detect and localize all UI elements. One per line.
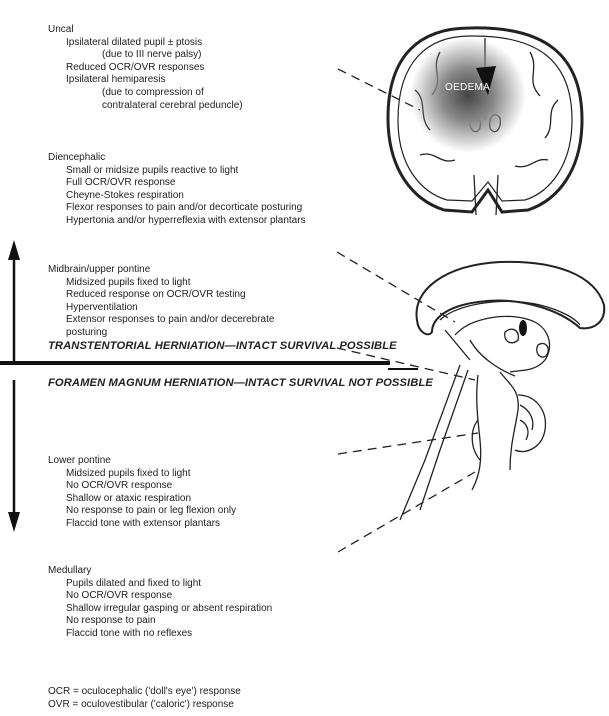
footnote-ocr: OCR = oculocephalic ('doll's eye') respo… [48, 686, 241, 699]
section-line: Hypertonia and/or hyperreflexia with ext… [48, 215, 306, 228]
section-line: No OCR/OVR response [48, 590, 272, 603]
footnote-ovr: OVR = oculovestibular ('caloric') respon… [48, 699, 234, 712]
section-line: Hyperventilation [48, 302, 274, 315]
section-line: (due to compression of [48, 87, 243, 100]
section-line: contralateral cerebral peduncle) [48, 100, 243, 113]
section-line: posturing [48, 327, 274, 340]
section-line: Reduced OCR/OVR responses [48, 62, 243, 75]
section-line: Shallow irregular gasping or absent resp… [48, 603, 272, 616]
section-line: Full OCR/OVR response [48, 177, 306, 190]
section-line: Flaccid tone with no reflexes [48, 628, 272, 641]
section-line: Flexor responses to pain and/or decortic… [48, 202, 306, 215]
section-line: Shallow or ataxic respiration [48, 493, 236, 506]
section-heading: Lower pontine [48, 455, 236, 468]
section-line: Flaccid tone with extensor plantars [48, 518, 236, 531]
section-line: Pupils dilated and fixed to light [48, 578, 272, 591]
oedema-shading [410, 37, 526, 153]
section-heading: Uncal [48, 24, 243, 37]
sagittal-brainstem-illustration [400, 262, 604, 520]
herniation-divider [0, 361, 390, 365]
section-line: Ipsilateral dilated pupil ± ptosis [48, 37, 243, 50]
section-line: Ipsilateral hemiparesis [48, 74, 243, 87]
section-heading: Diencephalic [48, 152, 306, 165]
section-line: Reduced response on OCR/OVR testing [48, 289, 274, 302]
section-line: Cheyne-Stokes respiration [48, 190, 306, 203]
oedema-label: OEDEMA [445, 82, 490, 93]
section-heading: Midbrain/upper pontine [48, 264, 274, 277]
section-line: No response to pain or leg flexion only [48, 505, 236, 518]
section-heading: Medullary [48, 565, 272, 578]
section-line: Midsized pupils fixed to light [48, 468, 236, 481]
severity-arrow [8, 240, 20, 532]
foramen-magnum-band: FORAMEN MAGNUM HERNIATION—INTACT SURVIVA… [48, 377, 433, 389]
section-line: Midsized pupils fixed to light [48, 277, 274, 290]
section-line: No OCR/OVR response [48, 480, 236, 493]
section-line: No response to pain [48, 615, 272, 628]
section-line: (due to III nerve palsy) [48, 49, 243, 62]
herniation-divider-extension [388, 368, 418, 370]
section-line: Small or midsize pupils reactive to ligh… [48, 165, 306, 178]
section-line: Extensor responses to pain and/or decere… [48, 314, 274, 327]
transtentorial-band: TRANSTENTORIAL HERNIATION—INTACT SURVIVA… [48, 340, 397, 352]
